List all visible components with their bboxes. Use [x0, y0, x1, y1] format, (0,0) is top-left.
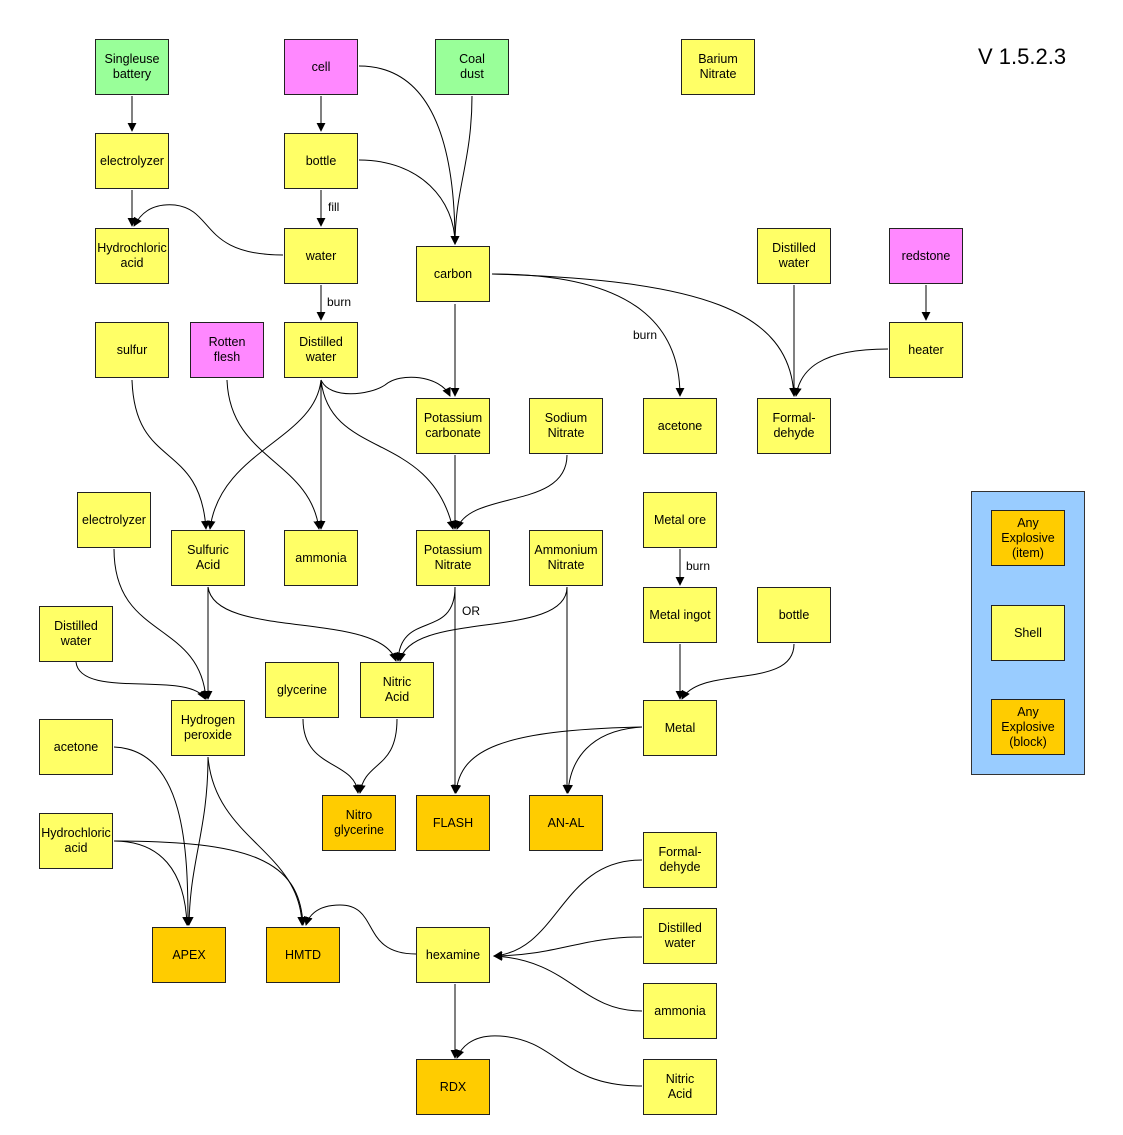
edge-coaldust-carbon: [450, 95, 473, 245]
node-acetone: acetone: [39, 719, 113, 775]
edge-label-burn: burn: [327, 295, 351, 309]
node-ammonium-nitrate: Ammonium Nitrate: [529, 530, 603, 586]
legend-shell: Shell: [991, 605, 1065, 661]
node-ammonia: ammonia: [284, 530, 358, 586]
node-nitro-glycerine: Nitro glycerine: [322, 795, 396, 851]
edge-hcl-apex: [113, 840, 192, 926]
edge-label-fill: fill: [328, 200, 339, 214]
edge-electrolyzer-h2o2: [113, 548, 210, 700]
edge-label-burn: burn: [633, 328, 657, 342]
edge-distilled-sulfuric: [206, 379, 322, 530]
node-formaldehyde: Formal- dehyde: [643, 832, 717, 888]
edge-metal-flash: [452, 726, 643, 794]
node-potassium-carbonate: Potassium carbonate: [416, 398, 490, 454]
node-distilled-water: Distilled water: [757, 228, 831, 284]
edge-sulfuric-nitric: [207, 586, 398, 662]
node-bottle: bottle: [757, 587, 831, 643]
node-hmtd: HMTD: [266, 927, 340, 983]
edge-potnitrate-nitric: [393, 586, 456, 662]
edge-sodium-potnitrate: [455, 454, 568, 530]
edge-hexamine-hmtd: [303, 904, 417, 955]
node-nitric-acid: Nitric Acid: [643, 1059, 717, 1115]
edge-distilled-bottom-hexamine: [493, 936, 643, 961]
edge-label-or: OR: [462, 604, 480, 618]
node-distilled-water: Distilled water: [39, 606, 113, 662]
node-glycerine: glycerine: [265, 662, 339, 718]
edge-formaldehyde-hexamine: [493, 859, 643, 960]
edge-hcl-hmtd: [113, 840, 308, 926]
node-flash: FLASH: [416, 795, 490, 851]
node-electrolyzer: electrolyzer: [77, 492, 151, 548]
node-ammonia: ammonia: [643, 983, 717, 1039]
edge-carbon-formaldehyde: [491, 273, 799, 397]
edge-carbon-acetone: [491, 273, 685, 397]
node-apex: APEX: [152, 927, 226, 983]
edge-ammonia-bottom-hexamine: [493, 951, 643, 1012]
node-sulfur: sulfur: [95, 322, 169, 378]
node-distilled-water: Distilled water: [284, 322, 358, 378]
node-distilled-water: Distilled water: [643, 908, 717, 964]
node-cell: cell: [284, 39, 358, 95]
node-rotten-flesh: Rotten flesh: [190, 322, 264, 378]
node-nitric-acid: Nitric Acid: [360, 662, 434, 718]
edge-distilled-potnitrate: [320, 379, 456, 530]
node-hexamine: hexamine: [416, 927, 490, 983]
edge-rotten-ammonia: [226, 379, 323, 530]
edge-nitric-bottom-rdx: [455, 1035, 643, 1087]
node-sulfuric-acid: Sulfuric Acid: [171, 530, 245, 586]
edge-label-burn: burn: [686, 559, 710, 573]
node-potassium-nitrate: Potassium Nitrate: [416, 530, 490, 586]
node-metal-ingot: Metal ingot: [643, 587, 717, 643]
legend-any-explosive-item: Any Explosive (item): [991, 510, 1065, 566]
node-redstone: redstone: [889, 228, 963, 284]
node-heater: heater: [889, 322, 963, 378]
legend-any-explosive-block: Any Explosive (block): [991, 699, 1065, 755]
version-label: V 1.5.2.3: [978, 44, 1067, 69]
edge-distilled-potcarb: [320, 376, 451, 397]
edge-heater-formaldehyde: [792, 348, 889, 397]
node-hydrochloric-acid: Hydrochloric acid: [39, 813, 113, 869]
node-carbon: carbon: [416, 246, 490, 302]
edge-glycerine-nitro: [302, 718, 362, 794]
node-sodium-nitrate: Sodium Nitrate: [529, 398, 603, 454]
edge-metal-anal: [564, 726, 643, 794]
node-singleuse-battery: Singleuse battery: [95, 39, 169, 95]
node-hydrochloric-acid: Hydrochloric acid: [95, 228, 169, 284]
node-hydrogen-peroxide: Hydrogen peroxide: [171, 700, 245, 756]
node-barium-nitrate: Barium Nitrate: [681, 39, 755, 95]
edge-h2o2-apex: [184, 756, 209, 926]
node-bottle: bottle: [284, 133, 358, 189]
node-rdx: RDX: [416, 1059, 490, 1115]
node-water: water: [284, 228, 358, 284]
edge-nitric-nitro: [356, 718, 398, 794]
node-an-al: AN-AL: [529, 795, 603, 851]
node-coal-dust: Coal dust: [435, 39, 509, 95]
edge-bottle-carbon: [358, 159, 460, 245]
edge-sulfur-sulfuric: [131, 379, 210, 530]
edge-distilled-left-h2o2: [75, 661, 206, 700]
node-formaldehyde: Formal- dehyde: [757, 398, 831, 454]
node-electrolyzer: electrolyzer: [95, 133, 169, 189]
node-acetone: acetone: [643, 398, 717, 454]
edge-water-hcl: [133, 204, 284, 256]
node-metal: Metal: [643, 700, 717, 756]
node-metal-ore: Metal ore: [643, 492, 717, 548]
edge-ammonium-nitric: [397, 586, 568, 662]
edge-acetone-apex: [113, 746, 193, 926]
edge-cell-carbon: [358, 65, 460, 245]
edge-bottle-right-metal: [681, 643, 795, 700]
edge-h2o2-hmtd: [207, 756, 307, 926]
